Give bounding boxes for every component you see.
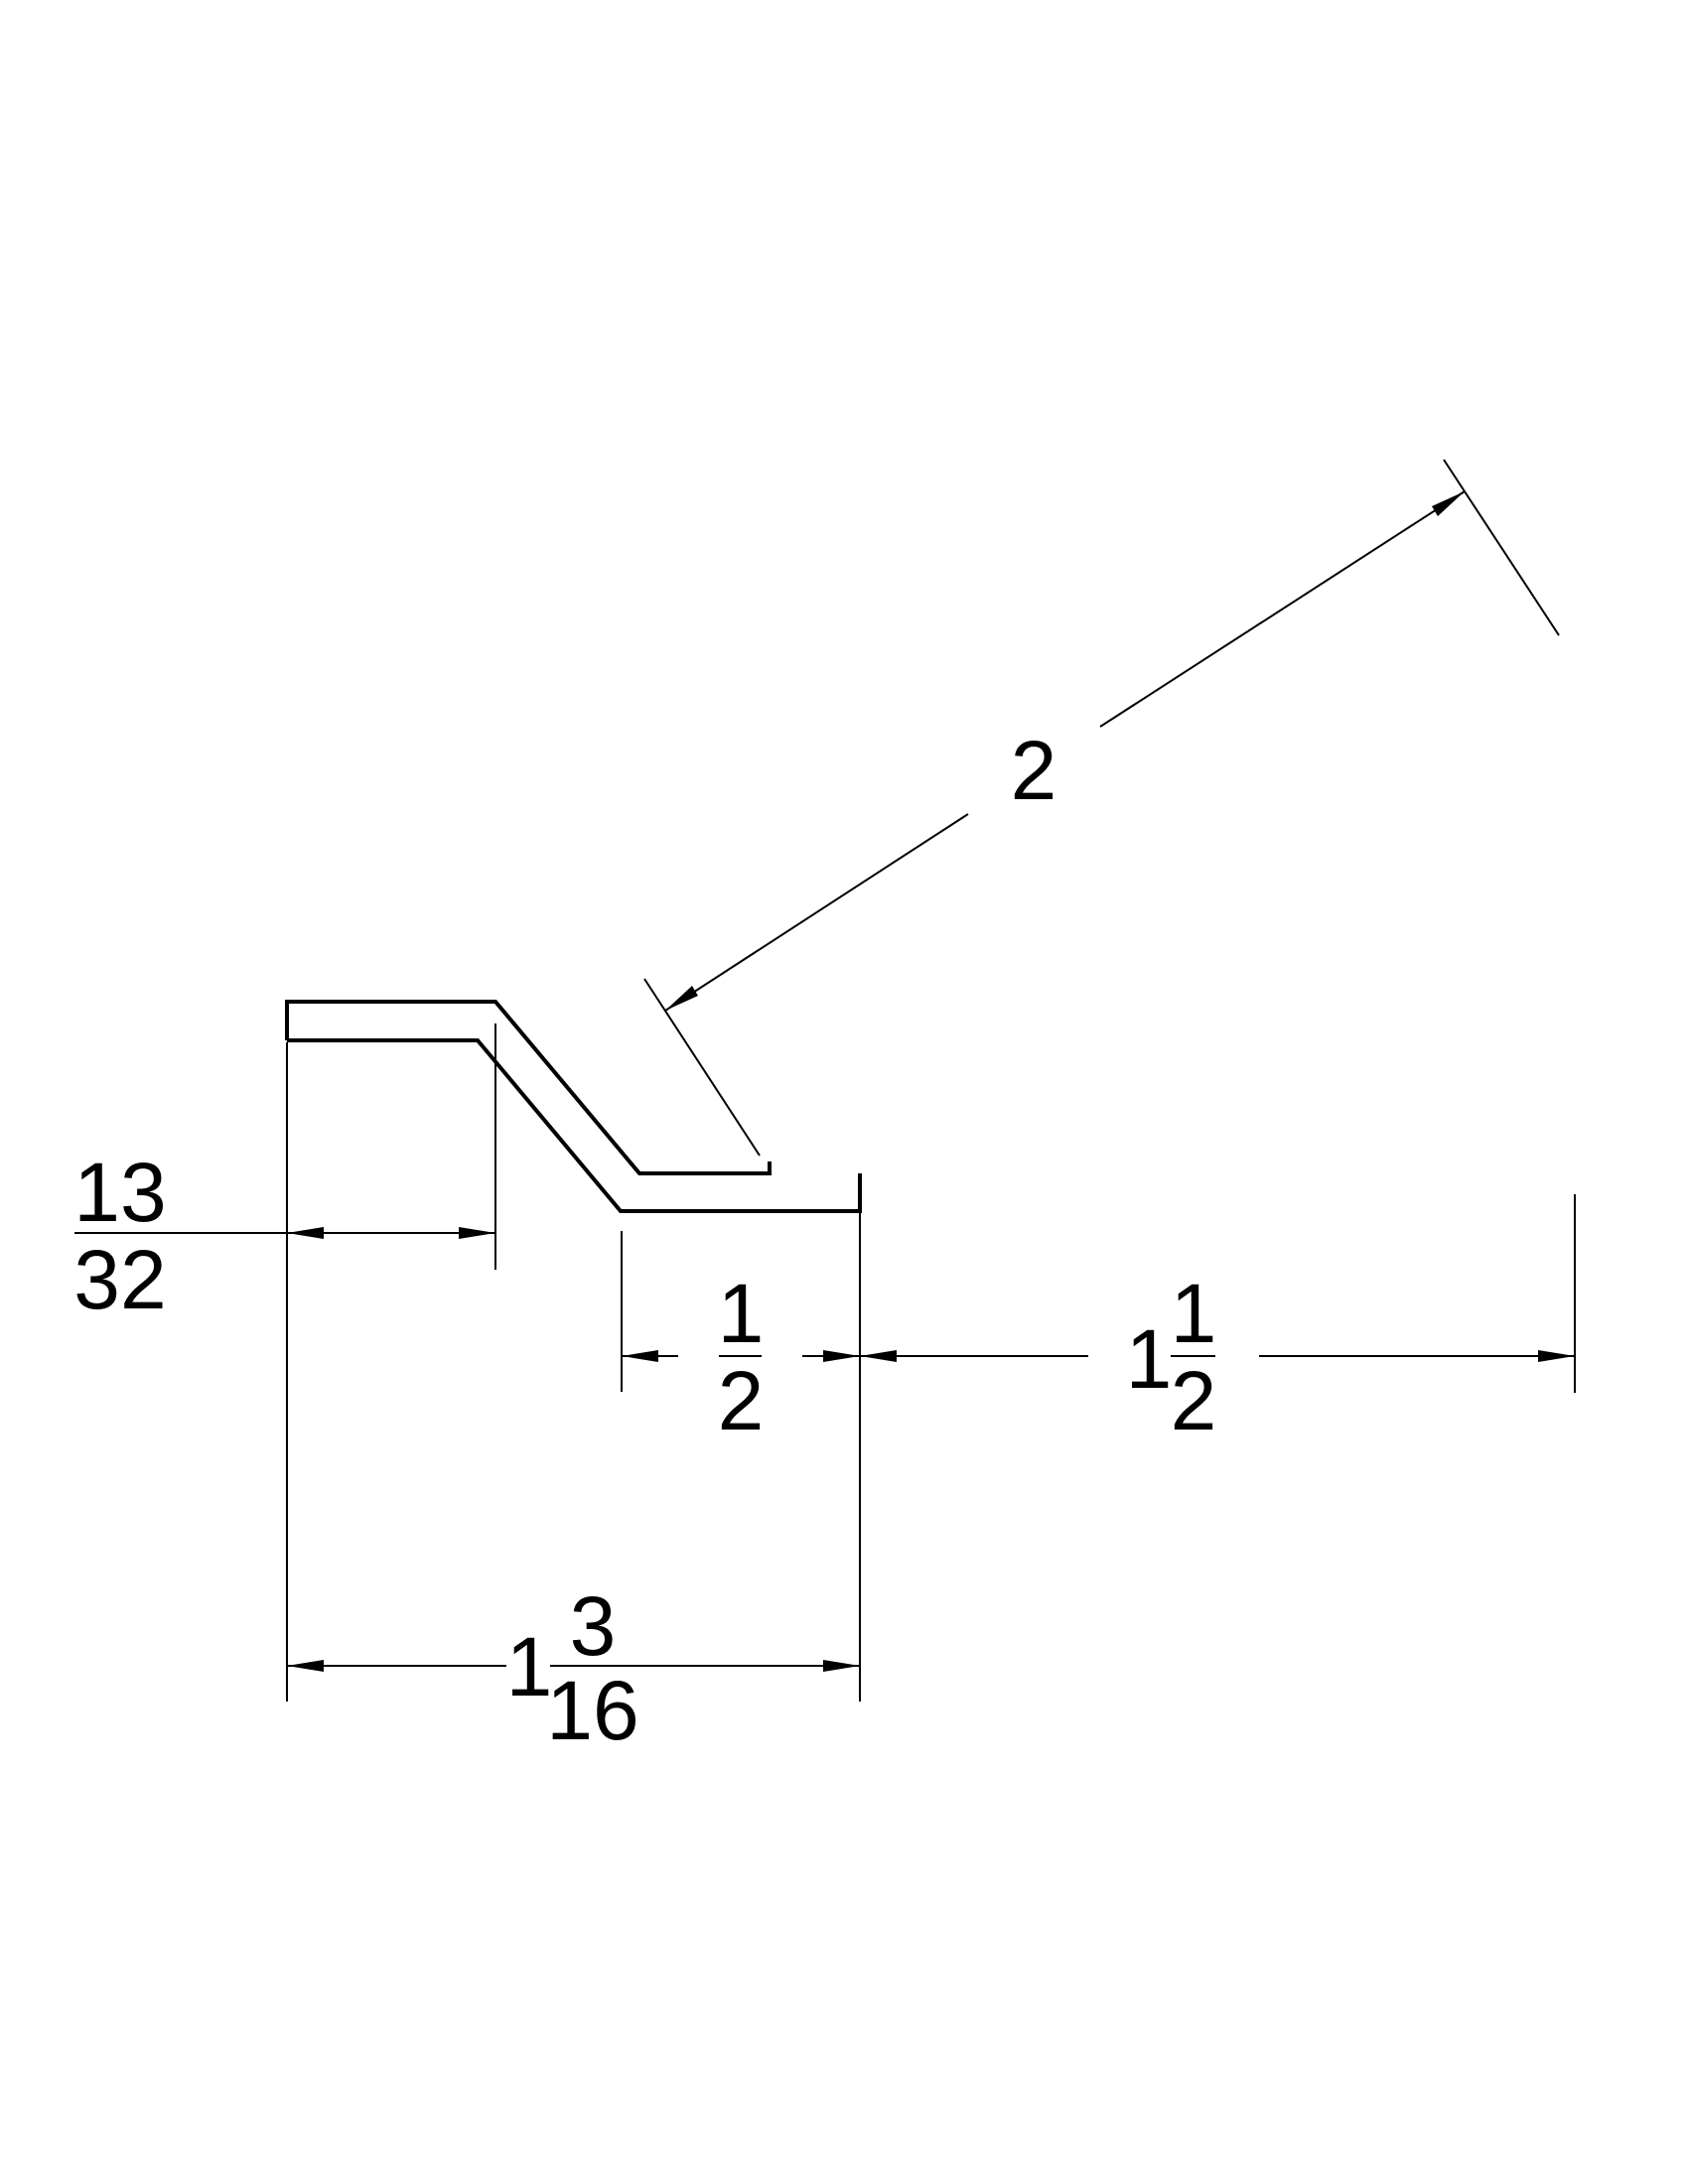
dim-numerator: 1 (1171, 1267, 1217, 1360)
dim-denominator: 2 (1171, 1354, 1217, 1447)
arrowhead-icon (287, 1660, 324, 1672)
dim-numerator: 3 (570, 1579, 617, 1673)
dim-denominator: 32 (73, 1233, 166, 1326)
arrowhead-icon (823, 1350, 860, 1362)
dim-value: 2 (1011, 724, 1057, 817)
arrowhead-icon (860, 1350, 897, 1362)
dim-numerator: 1 (718, 1267, 765, 1360)
profile-outline-outer (285, 1000, 772, 1175)
arrowhead-icon (1538, 1350, 1575, 1362)
dim-whole: 1 (506, 1620, 553, 1713)
dimension-base-width: 1 2 (622, 1267, 860, 1447)
arrowhead-icon (665, 986, 698, 1011)
dimension-blade-length: 2 (664, 490, 1466, 1012)
extension-lines (286, 459, 1576, 1702)
dim-denominator: 16 (546, 1664, 638, 1757)
dim-whole: 1 (1126, 1312, 1173, 1406)
arrowhead-icon (287, 1227, 324, 1239)
arrowhead-icon (1432, 491, 1465, 516)
arrowhead-icon (622, 1350, 658, 1362)
dimension-overall-width: 1 3 16 (287, 1579, 860, 1757)
dimension-flange-width: 13 32 (73, 1146, 495, 1326)
dimension-leg-width: 1 1 2 (860, 1267, 1575, 1447)
dim-numerator: 13 (73, 1146, 166, 1239)
profile-outline-inner (287, 1038, 862, 1213)
arrowhead-icon (823, 1660, 860, 1672)
dim-denominator: 2 (718, 1354, 765, 1447)
arrowhead-icon (459, 1227, 495, 1239)
part-profile (285, 1000, 862, 1213)
